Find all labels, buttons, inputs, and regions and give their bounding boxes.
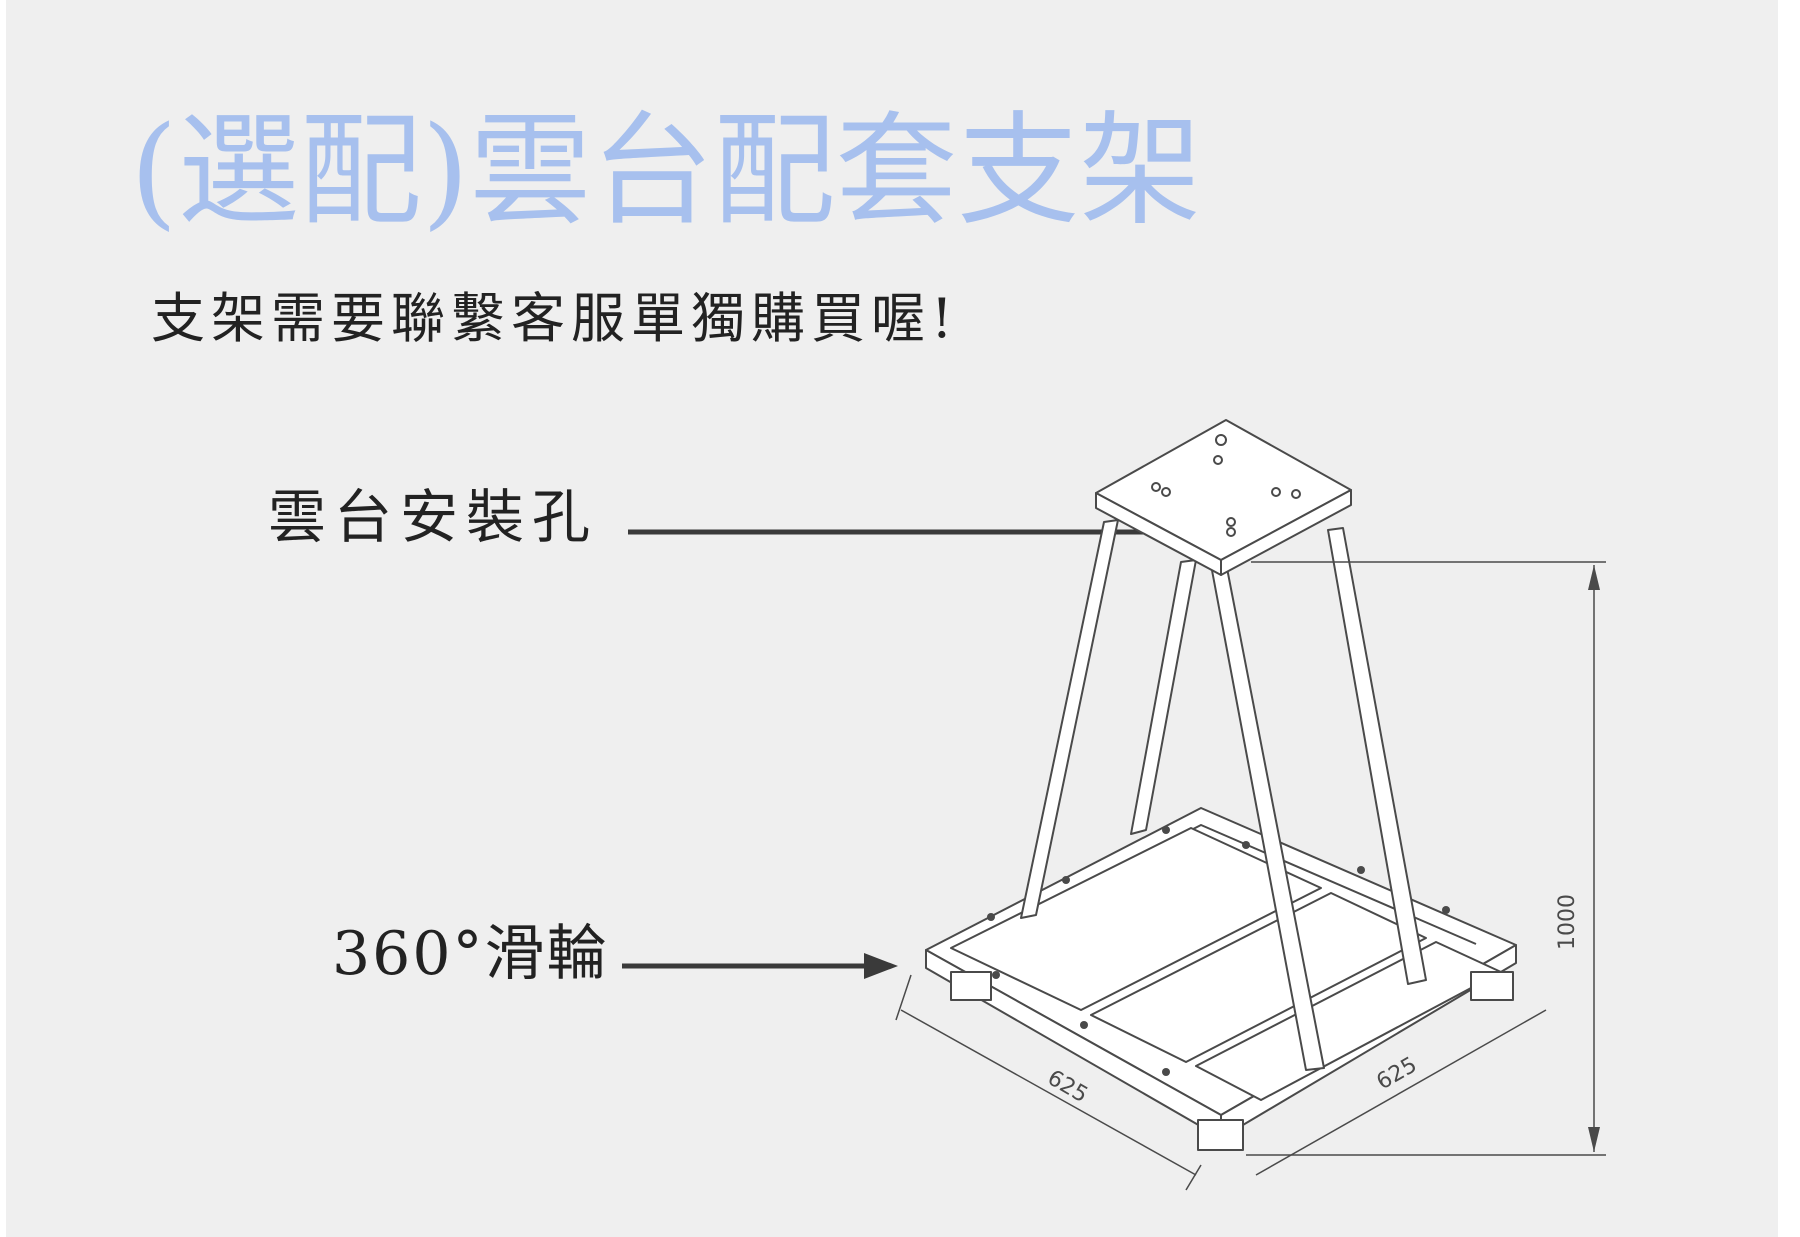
purchase-note: 支架需要聯繫客服單獨購買喔! — [151, 287, 959, 350]
width-dimension: 625 — [1373, 1053, 1422, 1096]
stand-legs — [1020, 519, 1427, 1071]
caster-wheels — [950, 971, 1514, 1151]
mount-holes-label: 雲台安裝孔 — [268, 483, 599, 551]
page-title: (選配)雲台配套支架 — [130, 100, 1202, 242]
deck-boards — [950, 827, 1502, 1101]
height-dimension: 1000 — [1555, 894, 1580, 950]
wheels-label: 360°滑輪 — [332, 919, 609, 989]
wheels-arrowhead — [864, 953, 898, 979]
product-image: (選配)雲台配套支架 支架需要聯繫客服單獨購買喔! 雲台安裝孔 360°滑輪 — [6, 0, 1778, 1237]
stand-diagram: 625 625 1000 — [622, 419, 1606, 1191]
dimension-arrowheads — [1588, 565, 1600, 1152]
depth-dimension: 625 — [1043, 1066, 1092, 1109]
dimension-lines — [895, 561, 1606, 1191]
top-plate — [1095, 419, 1352, 576]
mount-holes — [1151, 434, 1301, 537]
board-bolts — [987, 826, 1450, 1076]
